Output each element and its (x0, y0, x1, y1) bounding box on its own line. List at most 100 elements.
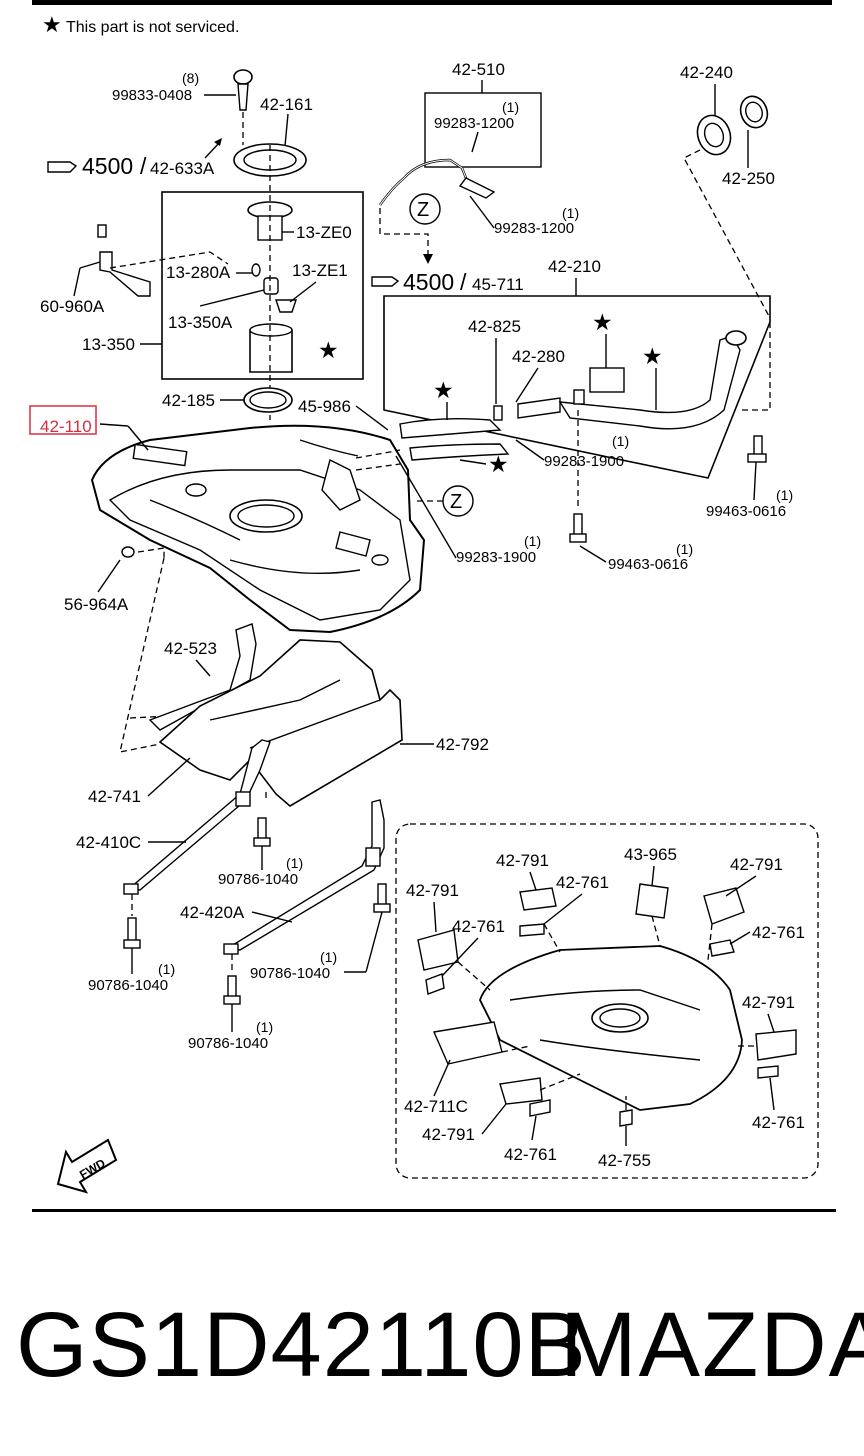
bolt-99833 (233, 69, 253, 145)
label-42-161: 42-161 (260, 95, 313, 114)
label-13-350A: 13-350A (168, 313, 233, 332)
label-90786-b-qty: (1) (158, 961, 175, 977)
label-99283-1900-b-qty: (1) (524, 533, 541, 549)
ref-45-711: 45-711 (472, 275, 524, 294)
label-99283-1200-b: 99283-1200 (494, 220, 574, 237)
detail-label-43-965: 43-965 (624, 845, 677, 864)
star-icon: ★ (488, 451, 509, 477)
zone-z2-label: Z (450, 491, 462, 513)
not-serviced-note: ★ This part is not serviced. (42, 12, 239, 37)
reference-hand-icon (47, 161, 78, 173)
label-90786-a-qty: (1) (286, 855, 303, 871)
ref-42-633A: 42-633A (150, 159, 215, 178)
label-90786-c-qty: (1) (320, 949, 337, 965)
top-border (32, 0, 832, 5)
gasket-42-185 (243, 387, 293, 413)
detail-label-42-791-e: 42-791 (422, 1125, 475, 1144)
pump-module-box (161, 191, 364, 380)
filler-cap-42-240 (696, 95, 769, 156)
filler-pipe-parts (399, 330, 747, 461)
footer: GS1D42110B MAZDA (0, 1290, 864, 1410)
detail-label-42-791-b: 42-791 (730, 855, 783, 874)
label-99463-a: 99463-0616 (706, 503, 786, 520)
bolt-90786-d (223, 975, 241, 1005)
bolt-99463-b (569, 513, 587, 543)
label-90786-d: 90786-1040 (188, 1035, 268, 1052)
label-42-523: 42-523 (164, 639, 217, 658)
label-42-792: 42-792 (436, 735, 489, 754)
star-icon: ★ (592, 309, 613, 335)
reference-hand-icon-2 (371, 276, 400, 287)
not-serviced-text: This part is not serviced. (66, 19, 239, 36)
label-42-185: 42-185 (162, 391, 215, 410)
star-icon: ★ (42, 12, 62, 37)
label-42-510: 42-510 (452, 60, 505, 79)
label-42-410C: 42-410C (76, 833, 141, 852)
label-99283-1900-a: 99283-1900 (544, 453, 624, 470)
sender-60-960A (97, 224, 151, 297)
detail-insulator-box (395, 823, 819, 1179)
filler-pipe-box (383, 295, 771, 479)
label-42-280: 42-280 (512, 347, 565, 366)
star-icon: ★ (318, 337, 339, 363)
detail-label-42-761-e: 42-761 (504, 1145, 557, 1164)
ref-4500-a: 4500 (82, 153, 133, 179)
label-99463-a-qty: (1) (776, 487, 793, 503)
forward-arrow-icon: FWD (56, 1138, 118, 1194)
zone-z1-label: Z (417, 199, 429, 221)
bolt-90786-a (253, 817, 271, 847)
bolt-90786-b (123, 917, 141, 949)
svg-text:/: / (460, 269, 467, 295)
detail-label-42-761-a: 42-761 (556, 873, 609, 892)
part-number: GS1D42110B (16, 1294, 587, 1396)
heat-shield-42-792 (158, 639, 403, 807)
label-90786-a: 90786-1040 (218, 871, 298, 888)
detail-tank (479, 945, 743, 1111)
label-90786-c: 90786-1040 (250, 965, 330, 982)
label-99463-b: 99463-0616 (608, 556, 688, 573)
label-99833-qty: (8) (182, 70, 199, 86)
label-42-240: 42-240 (680, 63, 733, 82)
bottom-border (32, 1209, 836, 1212)
detail-label-42-791-d: 42-791 (742, 993, 795, 1012)
bolt-90786-c (373, 883, 391, 913)
pump-module-parts (247, 145, 297, 420)
label-42-825: 42-825 (468, 317, 521, 336)
label-60-960A: 60-960A (40, 297, 105, 316)
star-icon: ★ (433, 377, 454, 403)
label-13-ZE0: 13-ZE0 (296, 223, 352, 242)
label-42-741: 42-741 (88, 787, 141, 806)
ref-4500-b: 4500 (403, 269, 454, 295)
label-99283-1200-a-qty: (1) (502, 99, 519, 115)
label-99463-b-qty: (1) (676, 541, 693, 557)
fuel-tank-42-110 (90, 424, 426, 634)
label-90786-b: 90786-1040 (88, 977, 168, 994)
label-13-ZE1: 13-ZE1 (292, 261, 348, 280)
heat-shield-42-523 (148, 623, 257, 731)
label-99283-1200-b-qty: (1) (562, 205, 579, 221)
highlight-42-110 (29, 405, 97, 435)
detail-label-42-755: 42-755 (598, 1151, 651, 1170)
label-13-280A: 13-280A (166, 263, 231, 282)
detail-label-42-761-d: 42-761 (752, 1113, 805, 1132)
label-99283-1900-a-qty: (1) (612, 433, 629, 449)
label-42-420A: 42-420A (180, 903, 245, 922)
detail-label-42-761-b: 42-761 (452, 917, 505, 936)
strap-42-420A (223, 799, 385, 955)
label-90786-d-qty: (1) (256, 1019, 273, 1035)
label-56-964A: 56-964A (64, 595, 129, 614)
grommet-56-964A (121, 546, 135, 558)
label-42-110: 42-110 (40, 417, 92, 436)
detail-label-42-791-a: 42-791 (496, 851, 549, 870)
label-45-986: 45-986 (298, 397, 351, 416)
label-99833: 99833-0408 (112, 87, 192, 104)
star-icon: ★ (642, 343, 663, 369)
detail-label-42-791-c: 42-791 (406, 881, 459, 900)
brand-name: MAZDA (560, 1294, 864, 1396)
zone-marker-z1 (409, 193, 441, 225)
bolt-99463-a (747, 435, 767, 463)
insulator-pads (417, 883, 797, 1127)
label-13-350: 13-350 (82, 335, 135, 354)
label-99283-1200-a: 99283-1200 (434, 115, 514, 132)
